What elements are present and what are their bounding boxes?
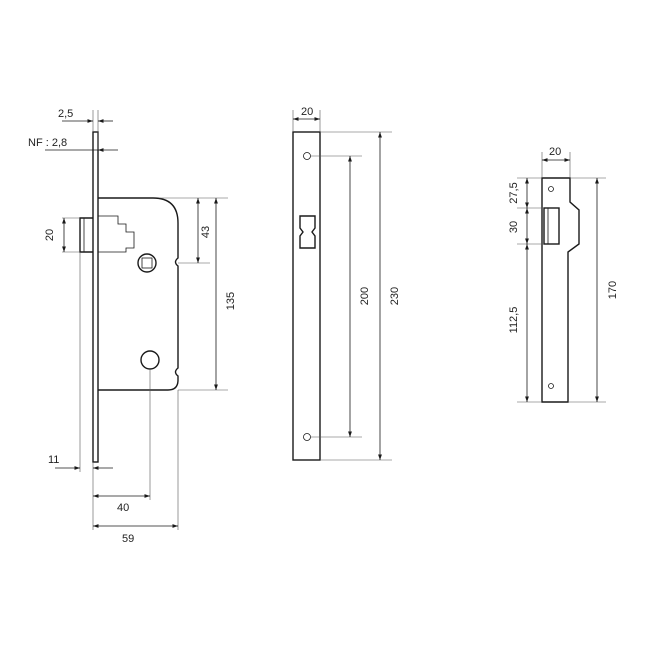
lock-faceplate <box>92 131 99 463</box>
strike-opening <box>543 207 560 245</box>
dim-upper-offset: 43 <box>200 226 212 238</box>
latch-bolt <box>79 217 93 253</box>
lock-body-view: 2,5 NF : 2,8 20 43 135 11 40 59 <box>28 108 237 545</box>
latch-mechanism <box>98 215 135 253</box>
dim-strike-opening: 30 <box>508 221 520 233</box>
screw-hole-bottom <box>303 433 311 441</box>
dim-strike-top-offset: 27,5 <box>508 182 520 203</box>
dim-strike-lower: 112,5 <box>508 307 520 334</box>
dim-body-depth: 59 <box>122 533 134 545</box>
dim-hole-spacing: 200 <box>359 287 371 305</box>
dim-faceplate-width: 20 <box>301 106 313 118</box>
dim-nf: NF : 2,8 <box>28 137 67 149</box>
strike-screw-hole-bottom <box>548 383 554 389</box>
lock-case <box>98 197 179 391</box>
faceplate-outline <box>292 131 321 461</box>
dim-strike-width: 20 <box>549 146 561 158</box>
square-spindle-icon <box>141 257 153 269</box>
faceplate-view: 20 200 230 <box>292 106 401 461</box>
dim-faceplate-length: 230 <box>389 287 401 305</box>
strike-plate-outline <box>541 177 580 403</box>
keyhole <box>140 350 160 370</box>
dim-strike-length: 170 <box>607 281 619 299</box>
dim-latch-projection: 11 <box>48 454 59 466</box>
dim-center-distance: 135 <box>225 292 237 310</box>
latch-opening <box>299 215 316 249</box>
strike-screw-hole-top <box>548 186 554 192</box>
follower-hub <box>137 253 157 273</box>
dim-faceplate-thickness: 2,5 <box>58 108 73 120</box>
dim-latch-height: 20 <box>44 229 56 241</box>
strike-plate-view: 20 27,5 30 112,5 170 <box>508 146 619 403</box>
dim-backset: 40 <box>117 502 129 514</box>
screw-hole-top <box>303 152 311 160</box>
